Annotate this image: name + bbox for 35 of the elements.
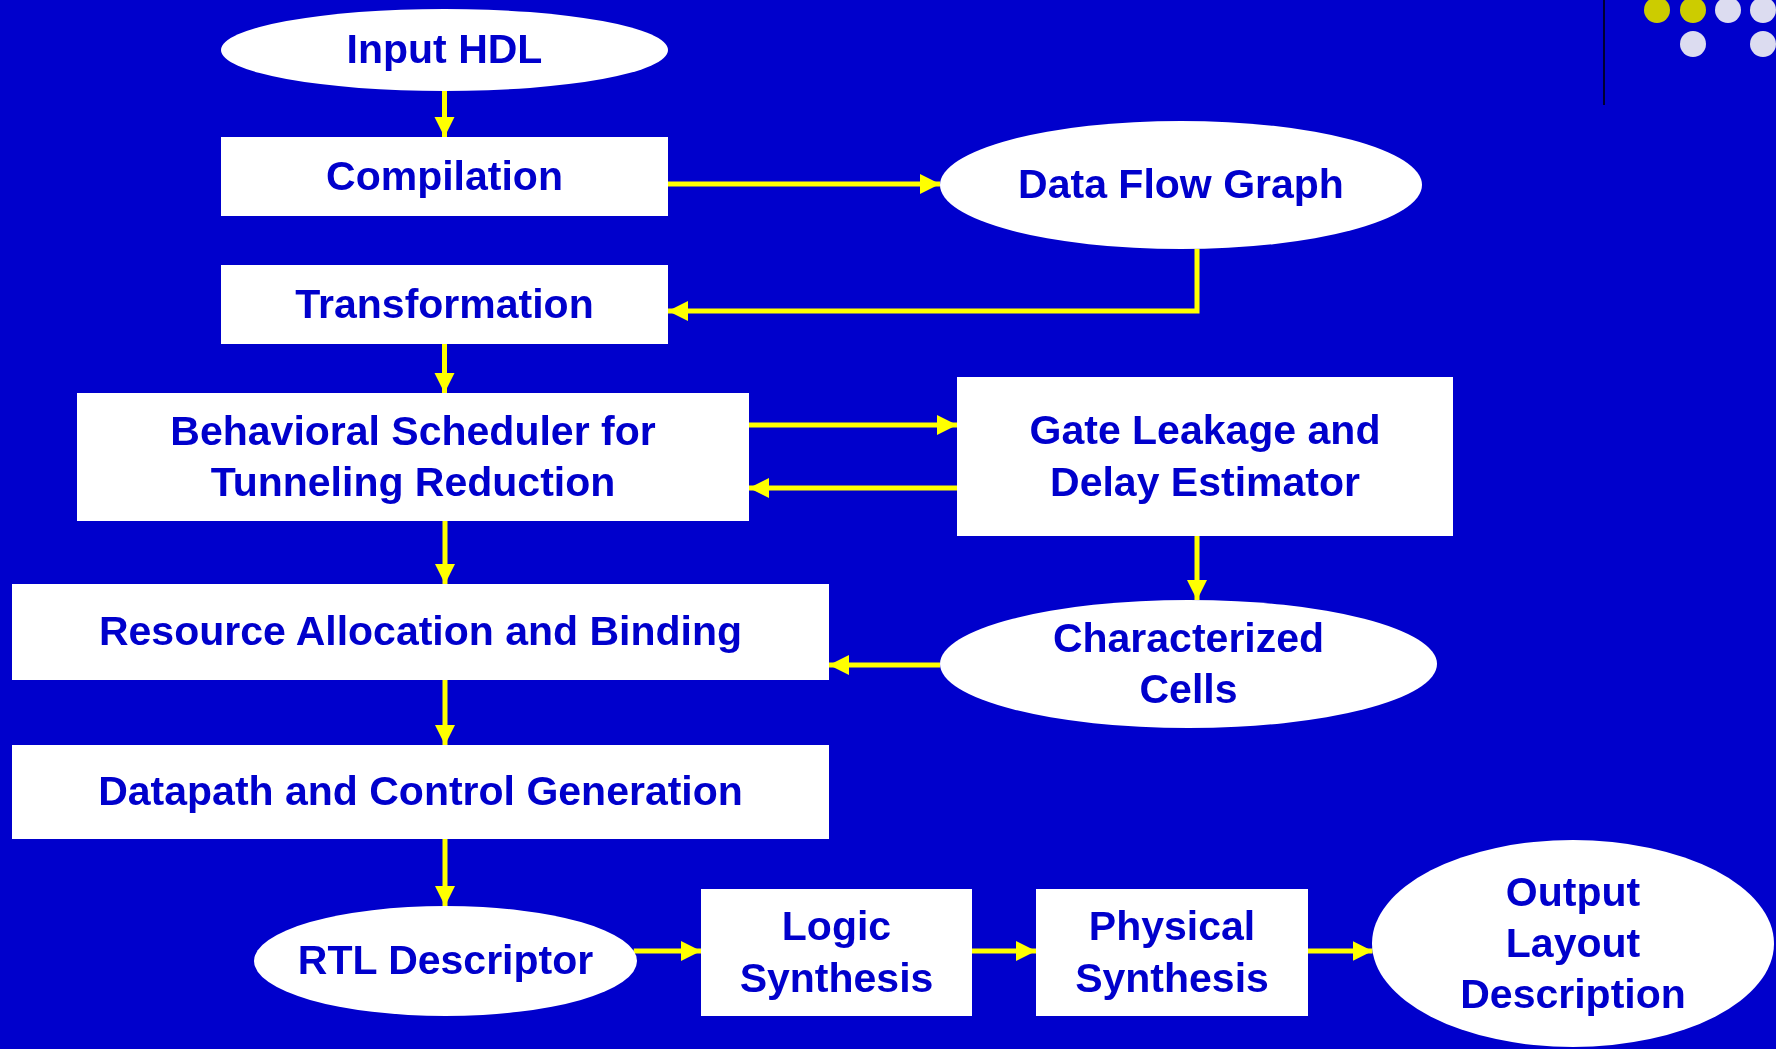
node-label: Transformation: [295, 279, 594, 329]
process-box: [957, 377, 1453, 536]
node-label: Behavioral Scheduler for Tunneling Reduction: [169, 406, 657, 507]
node-label: Resource Allocation and Binding: [98, 607, 743, 657]
arrow: [749, 415, 957, 435]
arrow: [633, 941, 701, 961]
arrow: [829, 655, 941, 675]
node-label: RTL Descriptor: [297, 936, 594, 986]
arrow: [434, 344, 455, 393]
node-label: Gate Leakage and Delay Estimator: [1028, 406, 1382, 507]
arrow: [668, 248, 1200, 321]
node-label: Output Layout Description: [1459, 867, 1687, 1020]
node-label: Logic Synthesis: [738, 902, 935, 1003]
process-box: [1036, 889, 1308, 1016]
arrow: [1308, 941, 1373, 961]
arrow: [435, 521, 455, 584]
node-label: Compilation: [326, 151, 563, 201]
arrow: [434, 91, 455, 137]
process-box: [77, 393, 749, 521]
node-label: Input HDL: [346, 25, 543, 75]
arrow: [1187, 536, 1207, 601]
arrow: [668, 174, 941, 194]
arrow: [435, 839, 455, 906]
process-box: [12, 584, 829, 680]
arrow: [749, 478, 957, 498]
process-box: [701, 889, 972, 1016]
process-box: [221, 137, 668, 216]
process-box: [221, 265, 668, 344]
arrow: [972, 941, 1036, 961]
node-label: Characterized Cells: [1051, 613, 1326, 714]
node-label: Datapath and Control Generation: [98, 767, 743, 817]
node-label: Physical Synthesis: [1074, 902, 1270, 1003]
arrow: [435, 680, 455, 745]
process-box: [12, 745, 829, 839]
node-label: Data Flow Graph: [1018, 160, 1344, 210]
